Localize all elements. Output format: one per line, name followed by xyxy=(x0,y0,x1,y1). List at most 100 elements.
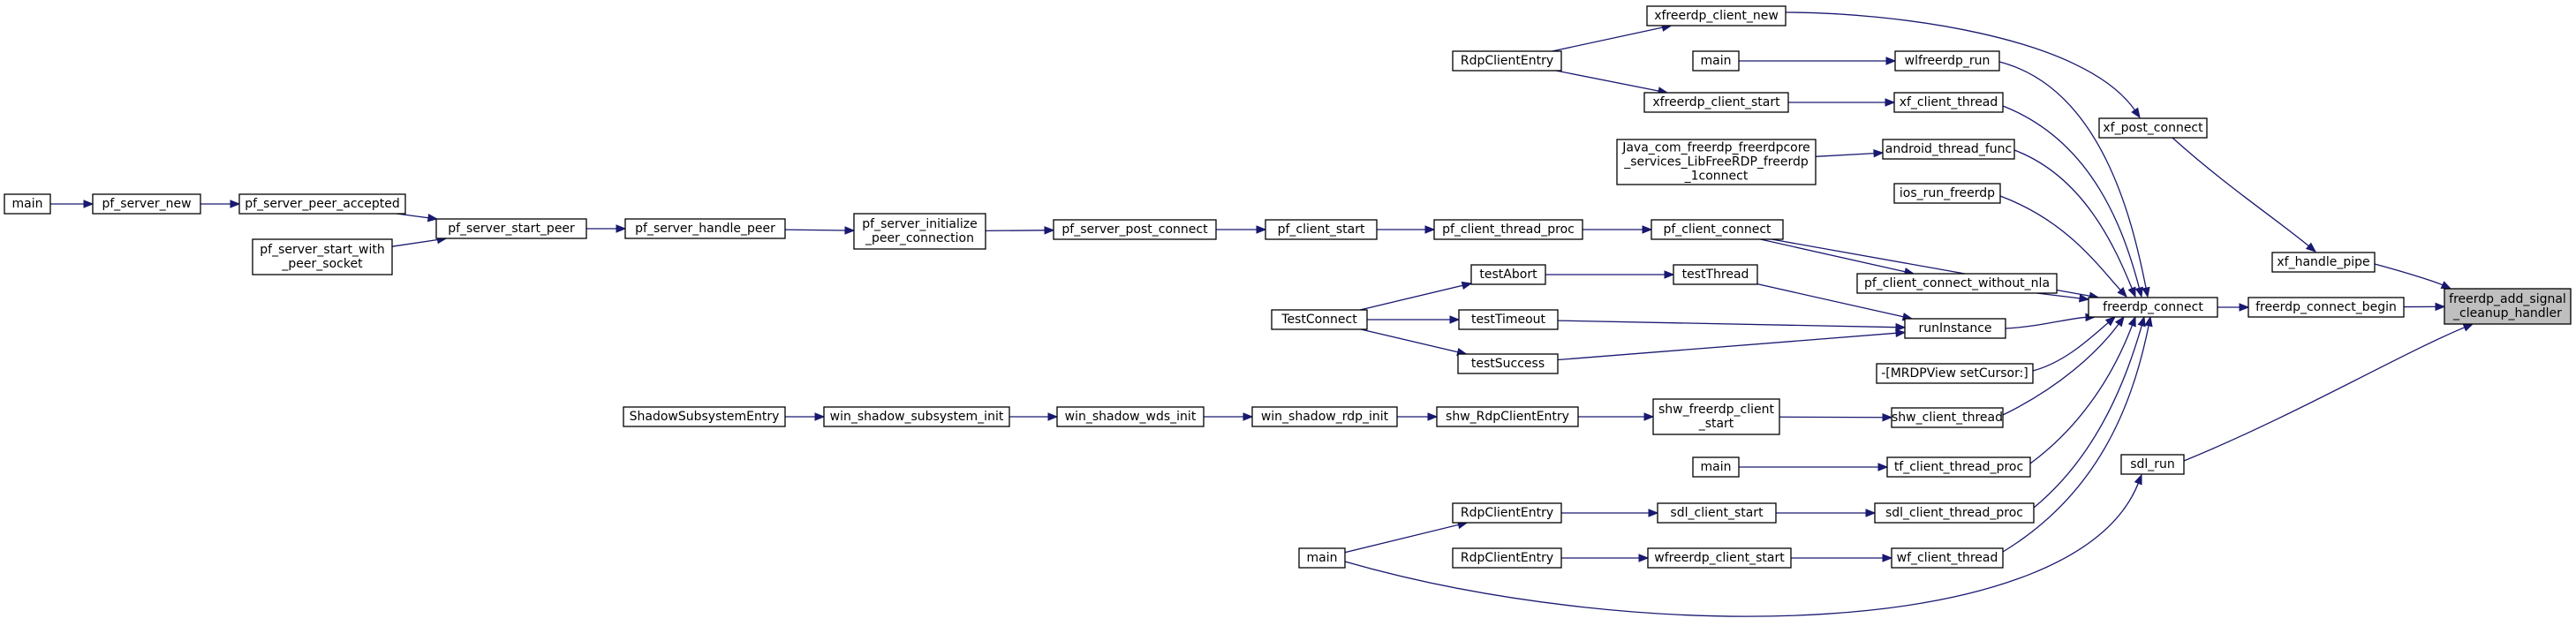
arrowhead xyxy=(2127,315,2136,328)
node-rdp-entry-2[interactable]: RdpClientEntry xyxy=(1452,502,1562,524)
node-shw-freerdp-client-start[interactable]: shw_freerdp_client_start xyxy=(1652,398,1780,435)
node-pf-server-peer-accepted[interactable]: pf_server_peer_accepted xyxy=(238,193,406,215)
node-box xyxy=(1458,309,1559,330)
edge-pf_client_start-to-pf_client_thread_proc xyxy=(1377,225,1436,234)
node-xf-handle-pipe[interactable]: xf_handle_pipe xyxy=(2271,252,2376,273)
node-sdl-run[interactable]: sdl_run xyxy=(2120,454,2185,475)
node-label: _services_LibFreeRDP_freerdp xyxy=(1623,155,1809,170)
node-win-shadow-wds-init[interactable]: win_shadow_wds_init xyxy=(1056,406,1205,427)
node-label: ios_run_freerdp xyxy=(1900,186,1995,200)
node-java-connect[interactable]: Java_com_freerdp_freerdpcore_services_Li… xyxy=(1616,139,1817,185)
node-label: Java_com_freerdp_freerdpcore xyxy=(1621,141,1810,155)
node-rdp-entry-1[interactable]: RdpClientEntry xyxy=(1452,50,1562,72)
node-label: xf_client_thread xyxy=(1900,95,1998,109)
node-wfreerdp-client-start[interactable]: wfreerdp_client_start xyxy=(1647,547,1792,569)
edge-mrdpview-to-freerdp_connect xyxy=(2032,316,2117,372)
node-label: _peer_socket xyxy=(281,257,363,271)
node-pf-server-start-peer[interactable]: pf_server_start_peer xyxy=(435,218,587,239)
edge-win_shadow_wds_init-to-win_shadow_rdp_init xyxy=(1204,412,1254,421)
node-xfreerdp-client-new[interactable]: xfreerdp_client_new xyxy=(1646,5,1787,26)
node-testThread[interactable]: testThread xyxy=(1673,264,1758,285)
node-ShadowSubsystemEntry[interactable]: ShadowSubsystemEntry xyxy=(623,406,786,427)
node-pf-server-start-with[interactable]: pf_server_start_with_peer_socket xyxy=(252,238,393,275)
node-connect-begin[interactable]: freerdp_connect_begin xyxy=(2247,297,2405,318)
node-box xyxy=(1457,353,1559,374)
node-testAbort[interactable]: testAbort xyxy=(1470,264,1546,285)
edge-line xyxy=(2033,324,2143,509)
edge-win_shadow_rdp_init-to-shw_RdpClientEntry xyxy=(1397,412,1439,421)
node-freerdp-connect[interactable]: freerdp_connect xyxy=(2088,297,2218,318)
node-pf-server-post-connect[interactable]: pf_server_post_connect xyxy=(1053,219,1217,240)
node-testTimeout[interactable]: testTimeout xyxy=(1458,309,1559,330)
node-label: RdpClientEntry xyxy=(1461,551,1553,565)
node-label: -[MRDPView setCursor:] xyxy=(1881,366,2028,381)
node-pf-client-connect-without-nla[interactable]: pf_client_connect_without_nla xyxy=(1856,273,2058,294)
node-pf-server-handle-peer[interactable]: pf_server_handle_peer xyxy=(624,218,786,239)
node-sdl-client-thread-proc[interactable]: sdl_client_thread_proc xyxy=(1874,502,2035,524)
node-android-thread-func[interactable]: android_thread_func xyxy=(1882,139,2015,160)
node-tf-client-thread-proc[interactable]: tf_client_thread_proc xyxy=(1886,456,2031,478)
node-ios-run-freerdp[interactable]: ios_run_freerdp xyxy=(1893,183,2001,204)
node-pf-client-start[interactable]: pf_client_start xyxy=(1265,219,1378,240)
node-wlfreerdp-run[interactable]: wlfreerdp_run xyxy=(1894,50,2000,72)
arrowhead xyxy=(616,224,627,233)
edge-testSuccess-to-runInstance xyxy=(1557,328,1907,361)
node-win-shadow-rdp-init[interactable]: win_shadow_rdp_init xyxy=(1251,406,1398,427)
node-xf-client-thread[interactable]: xf_client_thread xyxy=(1893,92,2004,113)
arrowhead xyxy=(1895,328,1907,338)
edge-TestConnect-to-testSuccess xyxy=(1360,328,1468,357)
node-box xyxy=(1271,309,1368,330)
node-win-shadow-subsystem-init[interactable]: win_shadow_subsystem_init xyxy=(823,406,1010,427)
node-main-3[interactable]: main xyxy=(1692,456,1740,478)
node-pf-client-connect[interactable]: pf_client_connect xyxy=(1651,219,1784,240)
node-label: main xyxy=(12,197,43,211)
node-box xyxy=(252,238,393,275)
arrowhead xyxy=(1044,226,1055,235)
node-label: xfreerdp_client_start xyxy=(1652,95,1780,109)
node-shw-RdpClientEntry[interactable]: shw_RdpClientEntry xyxy=(1436,406,1579,427)
arrowhead xyxy=(2134,286,2143,298)
arrowhead xyxy=(1243,412,1254,421)
node-pf-client-thread-proc[interactable]: pf_client_thread_proc xyxy=(1433,219,1583,240)
node-mrdpview[interactable]: -[MRDPView setCursor:] xyxy=(1876,363,2034,384)
arrowhead xyxy=(1885,57,1897,65)
node-sdl-client-start[interactable]: sdl_client_start xyxy=(1657,502,1777,524)
node-box xyxy=(1874,502,2035,524)
edge-wfreerdp_client_start-to-wf_client_thread xyxy=(1791,554,1893,562)
edge-sdl_run-to-target xyxy=(2183,323,2474,462)
node-target: freerdp_add_signal_cleanup_handler xyxy=(2444,288,2572,325)
node-xfreerdp-client-start[interactable]: xfreerdp_client_start xyxy=(1643,92,1789,113)
node-label: main xyxy=(1701,54,1732,68)
node-label: sdl_client_thread_proc xyxy=(1885,506,2023,520)
node-wf-client-thread[interactable]: wf_client_thread xyxy=(1891,547,2004,569)
node-main-1[interactable]: main xyxy=(1692,50,1740,72)
edge-wf_client_thread-to-freerdp_connect xyxy=(2002,315,2153,553)
edge-line xyxy=(2005,316,2088,329)
node-box xyxy=(92,193,201,215)
node-box xyxy=(435,218,587,239)
edge-wlfreerdp_run-to-freerdp_connect xyxy=(1998,61,2150,298)
node-rdp-entry-3[interactable]: RdpClientEntry xyxy=(1452,547,1562,569)
node-box xyxy=(1646,5,1787,26)
node-testSuccess[interactable]: testSuccess xyxy=(1457,353,1559,374)
edge-main_4-to-sdl_run xyxy=(1344,473,2142,617)
node-pf-server-new[interactable]: pf_server_new xyxy=(92,193,201,215)
node-pf-server-initialize[interactable]: pf_server_initialize_peer_connection xyxy=(853,213,986,250)
node-xf-post-connect[interactable]: xf_post_connect xyxy=(2098,117,2208,139)
node-TestConnect[interactable]: TestConnect xyxy=(1271,309,1368,330)
edge-TestConnect-to-testAbort xyxy=(1360,281,1473,311)
node-main-4[interactable]: main xyxy=(1298,547,1346,569)
edge-shw_freerdp_client_start-to-shw_client_thread xyxy=(1779,412,1893,422)
node-label: freerdp_connect_begin xyxy=(2255,300,2397,314)
edge-TestConnect-to-testTimeout xyxy=(1367,315,1461,324)
edge-xfreerdp_client_new-to-xf_post_connect xyxy=(1785,11,2141,119)
arrowhead xyxy=(2305,242,2317,253)
node-shw-client-thread[interactable]: shw_client_thread xyxy=(1891,407,2004,428)
node-label: freerdp_connect xyxy=(2103,300,2203,314)
node-label: testSuccess xyxy=(1471,357,1545,371)
node-runInstance[interactable]: runInstance xyxy=(1904,318,2006,339)
arrowhead xyxy=(1638,554,1650,562)
edge-line xyxy=(1344,482,2140,617)
node-box xyxy=(1856,273,2058,294)
node-main-2[interactable]: main xyxy=(4,193,51,215)
